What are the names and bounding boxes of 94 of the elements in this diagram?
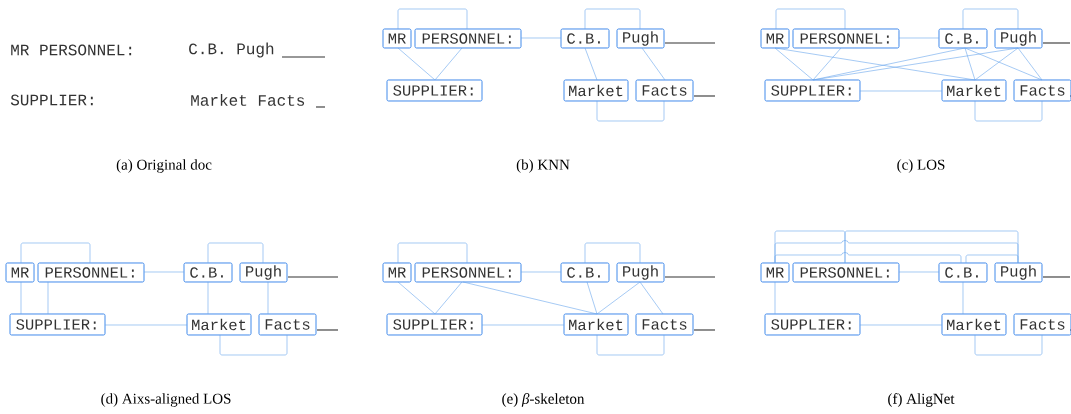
connector — [812, 47, 842, 81]
connector — [974, 100, 1043, 122]
connector — [267, 281, 269, 315]
connector — [584, 8, 641, 30]
connector — [639, 281, 664, 315]
word-box: Facts — [1013, 79, 1071, 102]
caption: (d) Aixs-aligned LOS — [101, 393, 231, 407]
connector — [774, 281, 776, 315]
word-box: Pugh — [616, 262, 665, 283]
caption: (b) KNN — [516, 159, 570, 173]
word-box: PERSONNEL: — [792, 262, 900, 283]
document-text: C.B. Pugh — [189, 42, 274, 58]
caption: (f) AligNet — [888, 393, 955, 407]
connector — [775, 8, 846, 30]
word-box: Pugh — [994, 28, 1043, 49]
connector — [397, 281, 436, 315]
word-box: Market — [563, 313, 629, 336]
word-box: C.B. — [560, 262, 610, 283]
connector — [641, 47, 666, 81]
word-box: Pugh — [994, 262, 1043, 283]
connector — [812, 47, 1019, 81]
word-box: C.B. — [183, 262, 233, 283]
connector — [974, 47, 1019, 81]
connector — [586, 281, 598, 315]
word-box: Market — [941, 313, 1007, 336]
connector — [774, 47, 976, 81]
word-box: C.B. — [938, 28, 988, 49]
word-box: Facts — [1013, 313, 1071, 336]
caption: (e) β-skeleton — [502, 393, 585, 407]
word-box: SUPPLIER: — [764, 79, 861, 102]
connector — [434, 47, 463, 81]
connector — [596, 281, 641, 315]
word-box: Market — [563, 79, 629, 102]
connector — [965, 254, 1019, 264]
connector — [219, 334, 288, 356]
connector — [596, 334, 665, 356]
word-box: MR — [760, 262, 790, 283]
connector — [898, 37, 940, 39]
connector — [964, 47, 1043, 81]
connector — [964, 47, 976, 81]
word-box: C.B. — [560, 28, 610, 49]
connector — [207, 242, 264, 264]
connector — [774, 47, 814, 81]
connector — [898, 271, 940, 273]
connector — [774, 252, 962, 264]
word-box: PERSONNEL: — [414, 28, 522, 49]
word-box: Pugh — [616, 28, 665, 49]
word-box: MR — [382, 262, 412, 283]
connector — [962, 8, 1019, 30]
word-box: MR — [760, 28, 790, 49]
word-box: Pugh — [239, 262, 288, 283]
connector — [1017, 47, 1043, 81]
word-box: SUPPLIER: — [9, 313, 106, 336]
connector — [596, 100, 665, 122]
word-box: PERSONNEL: — [414, 262, 522, 283]
connector — [47, 281, 49, 315]
connector — [397, 242, 468, 264]
connector — [584, 47, 598, 81]
connector — [207, 281, 209, 315]
caption: (c) LOS — [897, 159, 945, 173]
word-box: PERSONNEL: — [792, 28, 900, 49]
caption: (a) Original doc — [116, 159, 212, 173]
connector — [859, 90, 943, 92]
connector — [481, 324, 565, 326]
connector — [584, 242, 641, 264]
document-text: Market Facts — [191, 94, 305, 106]
document-text: SUPPLIER: — [10, 94, 93, 106]
word-box: PERSONNEL: — [37, 262, 145, 283]
connector — [20, 242, 91, 264]
connector — [462, 281, 598, 315]
word-box: Market — [186, 313, 252, 336]
connector — [20, 281, 22, 315]
connector — [859, 324, 943, 326]
word-box: SUPPLIER: — [386, 79, 483, 102]
word-box: MR — [5, 262, 35, 283]
connector — [397, 8, 468, 30]
word-box: Market — [941, 79, 1007, 102]
word-box: Facts — [258, 313, 317, 336]
connector — [520, 271, 562, 273]
word-box: MR — [382, 28, 412, 49]
connector — [974, 334, 1043, 356]
connector — [104, 324, 188, 326]
connector — [520, 37, 562, 39]
word-box: C.B. — [938, 262, 988, 283]
connector — [143, 271, 185, 273]
word-box: SUPPLIER: — [386, 313, 483, 336]
word-box: SUPPLIER: — [764, 313, 861, 336]
connector — [397, 47, 436, 81]
connector — [962, 281, 964, 315]
word-box: Facts — [635, 79, 694, 102]
connector — [434, 281, 463, 315]
connector — [844, 230, 1019, 264]
word-box: Facts — [635, 313, 694, 336]
document-text: MR PERSONNEL: — [11, 44, 132, 56]
